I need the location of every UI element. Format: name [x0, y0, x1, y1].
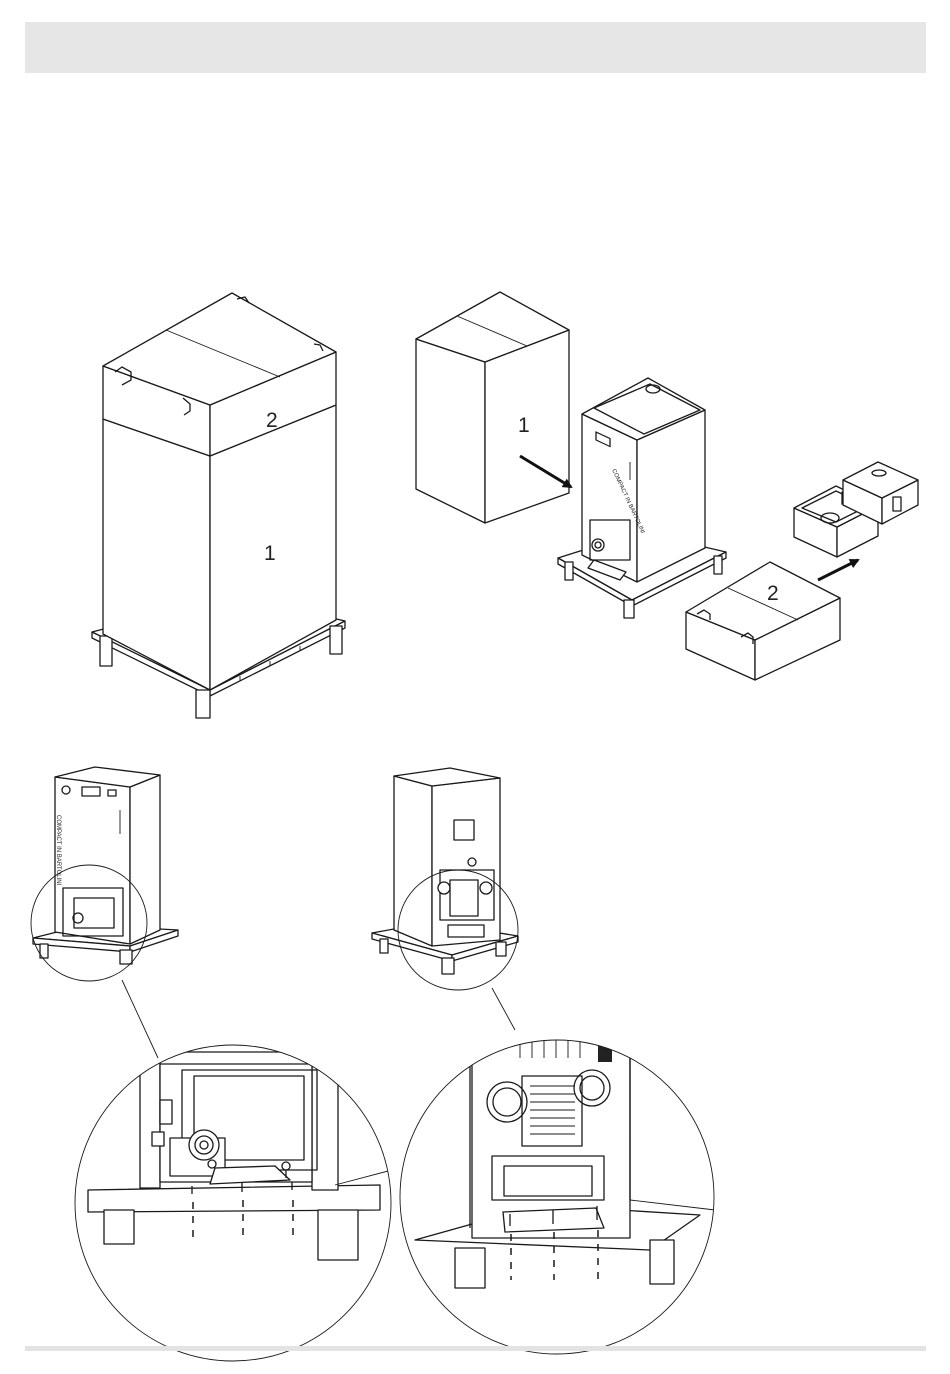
- removed-lid-label: 2: [767, 582, 779, 605]
- rear-removal-figure: [372, 768, 715, 1354]
- box-body-label: 1: [264, 542, 276, 565]
- rear-detail-zoom: [400, 1030, 715, 1354]
- footer-line: [25, 1346, 926, 1351]
- unpacking-figure: 1 COMPACT IN BARTOLINI 2: [416, 292, 918, 680]
- box-top-label: 2: [266, 409, 278, 432]
- packed-box-figure: 2 1: [92, 293, 345, 718]
- front-detail-zoom: [75, 1040, 392, 1361]
- front-removal-figure: COMPACT IN BARTOLINI: [31, 767, 392, 1361]
- arrow-icon: [818, 560, 858, 580]
- removed-sleeve-label: 1: [518, 414, 530, 437]
